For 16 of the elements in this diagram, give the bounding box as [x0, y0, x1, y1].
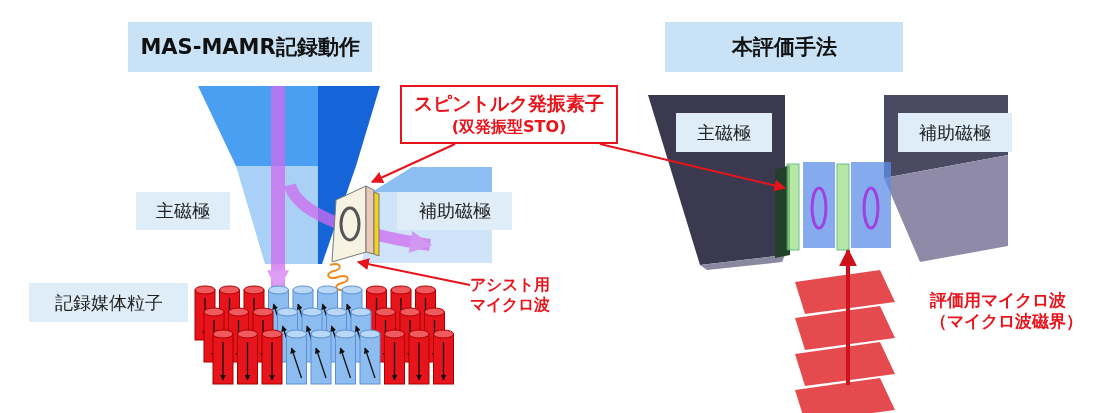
callout-text: 評価用マイクロ波（マイクロ波磁界）	[930, 290, 1084, 333]
part-label: 補助磁極	[898, 113, 1012, 152]
part-label: 主磁極	[136, 192, 230, 230]
section-heading: 本評価手法	[665, 22, 903, 72]
arrow	[599, 143, 787, 192]
section-heading: MAS-MAMR記録動作	[128, 22, 372, 72]
callout-title: スピントルク発振素子	[414, 91, 604, 116]
oscillator-drawing	[328, 182, 380, 262]
arrow	[370, 143, 456, 183]
callout-text: アシスト用マイクロ波	[470, 275, 551, 315]
part-label: 主磁極	[676, 113, 772, 152]
part-label: 記録媒体粒子	[29, 283, 188, 322]
part-label: 補助磁極	[397, 192, 512, 230]
callout-subtitle: (双発振型STO)	[451, 117, 567, 138]
arrow	[356, 258, 471, 286]
callout-box	[400, 85, 618, 144]
